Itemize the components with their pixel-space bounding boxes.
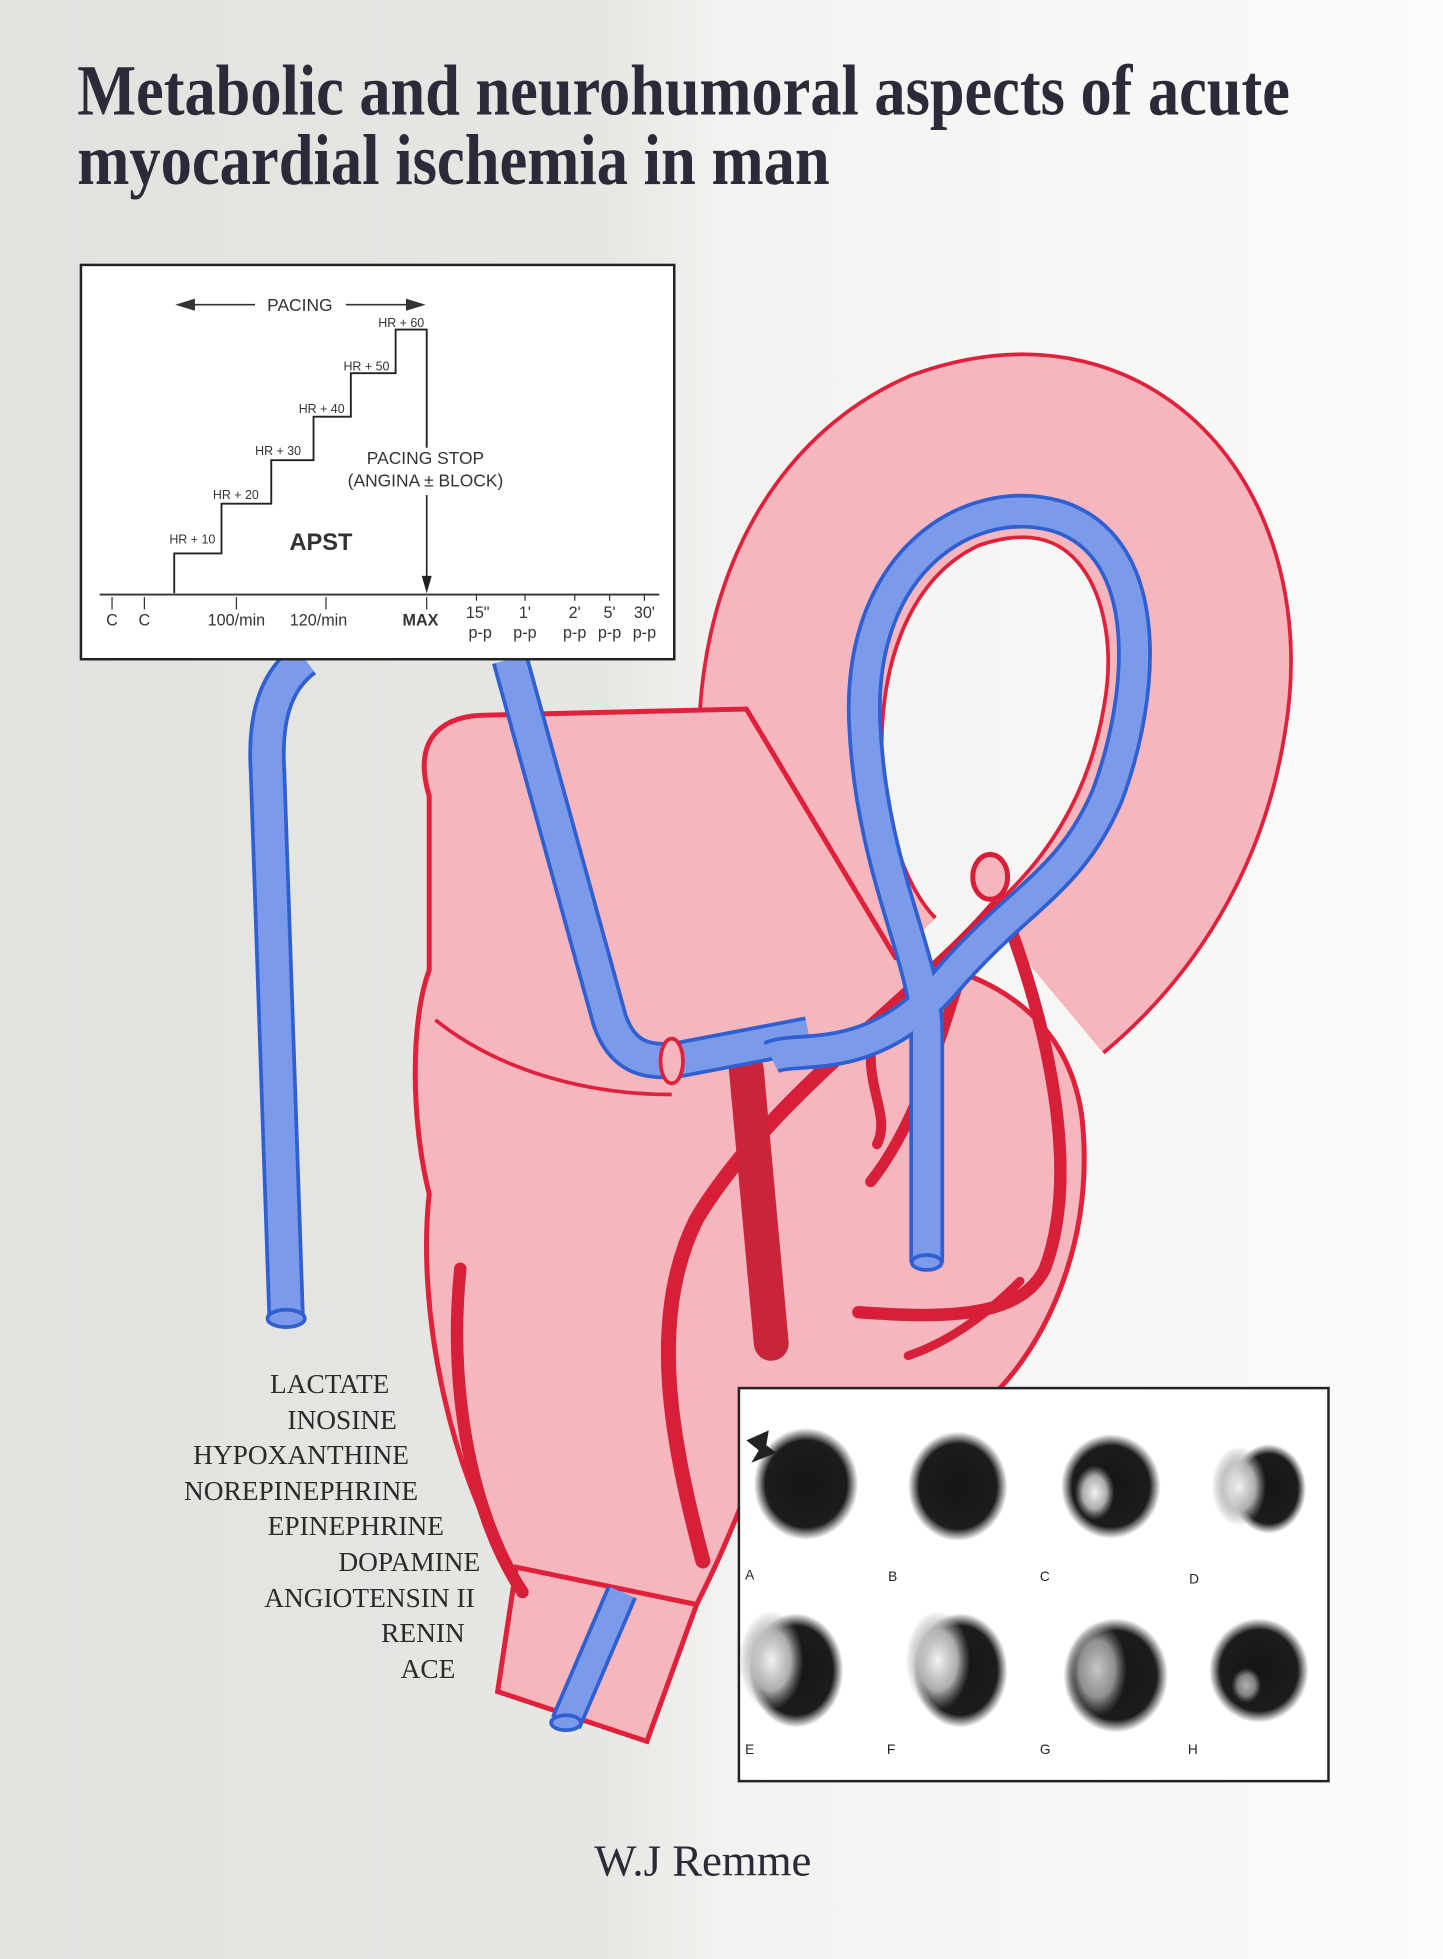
axis-label: 15"	[466, 604, 490, 622]
scintigram-label: E	[745, 1742, 754, 1757]
step-label: HR + 60	[378, 316, 424, 330]
step-label: HR + 10	[169, 533, 215, 547]
axis-label: C	[139, 612, 151, 630]
title-line-2: myocardial ischemia in man	[77, 120, 830, 200]
catheter-coronary	[492, 654, 813, 1086]
post-pacing-label: p-p	[469, 624, 492, 642]
post-pacing-label: p-p	[633, 624, 656, 642]
pacing-stop-label: PACING STOP	[367, 448, 484, 468]
metabolite-item: EPINEPHRINE	[268, 1511, 444, 1541]
scintigram-image	[738, 1427, 1309, 1733]
author-name: W.J Remme	[594, 1836, 811, 1886]
step-label: HR + 30	[255, 444, 301, 458]
step-label: HR + 20	[213, 488, 259, 502]
scintigram-label: H	[1188, 1742, 1198, 1757]
heart-illustration	[248, 352, 1293, 1745]
pacing-label: PACING	[267, 295, 332, 315]
pacing-protocol-diagram: PACING HR + 10 HR + 20 HR + 30 HR + 40 H…	[79, 263, 676, 661]
scintigram-label: F	[887, 1742, 895, 1757]
metabolite-item: NOREPINEPHRINE	[184, 1476, 418, 1506]
axis-label: MAX	[403, 612, 439, 630]
scintigram-label: C	[1040, 1569, 1050, 1584]
scintigram-panel: A B C D E F G H	[737, 1386, 1330, 1783]
title-line-1: Metabolic and neurohumoral aspects of ac…	[77, 50, 1290, 130]
metabolite-item: ACE	[401, 1654, 456, 1684]
axis-label: 1'	[519, 604, 531, 622]
atrium-line	[434, 1018, 672, 1097]
catheter-sinus	[549, 493, 1152, 1733]
metabolite-list: LACTATE INOSINE HYPOXANTHINE NOREPINEPHR…	[184, 1369, 480, 1684]
step-label: HR + 50	[343, 360, 389, 374]
axis-label: C	[106, 612, 118, 630]
pacing-arrow	[175, 298, 426, 311]
scintigram-label: G	[1040, 1742, 1051, 1757]
scintigram-label: A	[745, 1568, 755, 1583]
catheter-left	[248, 644, 317, 1330]
step-label: HR + 40	[299, 402, 345, 416]
axis-label: 5'	[604, 604, 616, 622]
axis-label: 120/min	[290, 612, 347, 630]
metabolite-item: DOPAMINE	[338, 1547, 480, 1577]
coronary-ostium	[970, 852, 1011, 902]
axis-label: 30'	[634, 604, 655, 622]
metabolite-item: LACTATE	[270, 1369, 389, 1399]
metabolite-item: HYPOXANTHINE	[193, 1440, 409, 1470]
post-pacing-label: p-p	[598, 624, 621, 642]
scintigram-label: D	[1189, 1571, 1199, 1586]
metabolite-item: ANGIOTENSIN II	[264, 1583, 474, 1613]
pacing-stop-reason: (ANGINA ± BLOCK)	[348, 470, 504, 490]
post-pacing-label: p-p	[513, 624, 536, 642]
axis-label: 100/min	[208, 612, 265, 630]
pacing-staircase	[173, 328, 428, 594]
stop-arrow-icon	[421, 575, 432, 594]
metabolite-item: INOSINE	[287, 1405, 396, 1435]
post-pacing-label: p-p	[563, 624, 586, 642]
metabolite-item: RENIN	[381, 1618, 465, 1648]
scintigram-label: B	[888, 1569, 897, 1584]
axis-label: 2'	[569, 604, 581, 622]
apst-label: APST	[289, 530, 353, 556]
